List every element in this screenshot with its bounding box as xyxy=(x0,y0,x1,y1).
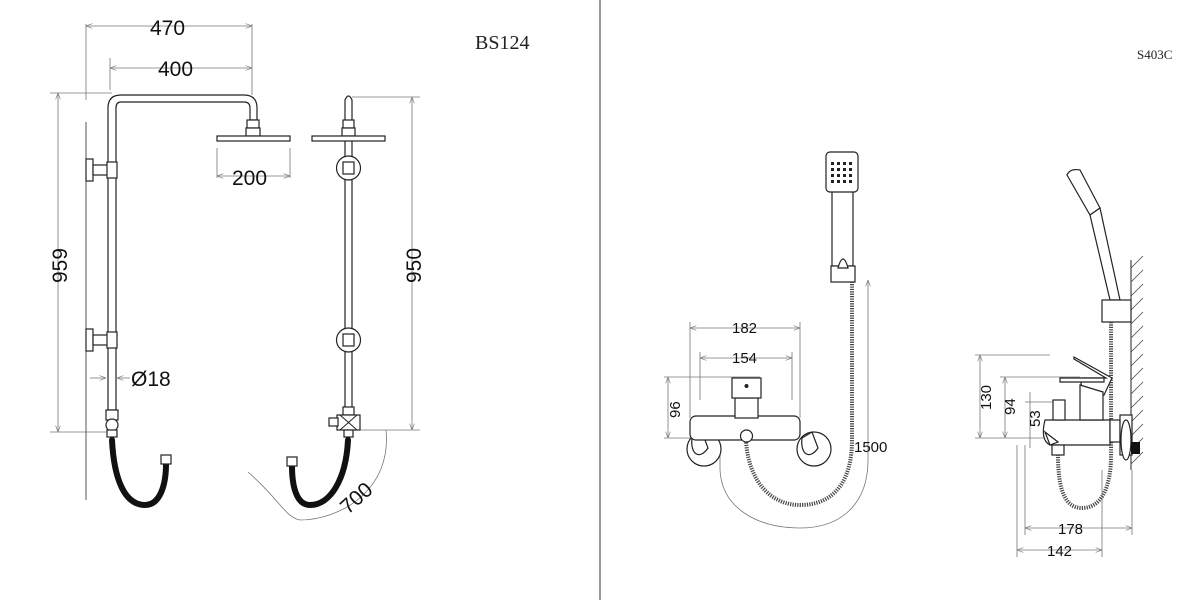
bs124-side-view: 950 700 xyxy=(247,95,426,521)
dim-overall-width: 470 xyxy=(150,17,185,40)
spray-nozzles xyxy=(831,162,852,183)
dim-side-spout-height: 53 xyxy=(1027,410,1044,427)
dim-projection-wall: 178 xyxy=(1058,521,1083,538)
dim-front-height: 96 xyxy=(667,401,684,418)
wall-hatching xyxy=(1130,255,1144,465)
riser-pipe xyxy=(107,94,258,430)
hose xyxy=(109,437,169,509)
dim-projection-body: 142 xyxy=(1047,543,1072,560)
s403c-front-view: 182 154 96 1500 xyxy=(664,151,887,529)
dim-centers-width: 154 xyxy=(732,350,757,367)
hand-shower-head xyxy=(825,151,859,193)
dim-head-diameter: 200 xyxy=(232,167,267,190)
dim-side-lever-height: 94 xyxy=(1002,398,1019,415)
dim-pipe-diameter: Ø18 xyxy=(131,368,171,391)
shower-head xyxy=(216,135,291,142)
flexible-hose xyxy=(744,282,854,508)
bs124-front-view: 470 400 200 959 Ø18 xyxy=(49,17,291,509)
dim-overall-height: 959 xyxy=(49,248,72,283)
model-label-bs124: BS124 xyxy=(475,32,529,54)
dim-body-width: 182 xyxy=(732,320,757,337)
dim-hose-length: 700 xyxy=(336,478,377,519)
dim-side-total-height: 130 xyxy=(978,385,995,410)
model-label-s403c: S403C xyxy=(1137,47,1172,62)
dim-riser-height: 950 xyxy=(403,248,426,283)
s403c-side-view: 130 94 53 178 142 xyxy=(975,168,1144,560)
dim-arm-length: 400 xyxy=(158,58,193,81)
dim-hose-length-1500: 1500 xyxy=(854,439,887,456)
